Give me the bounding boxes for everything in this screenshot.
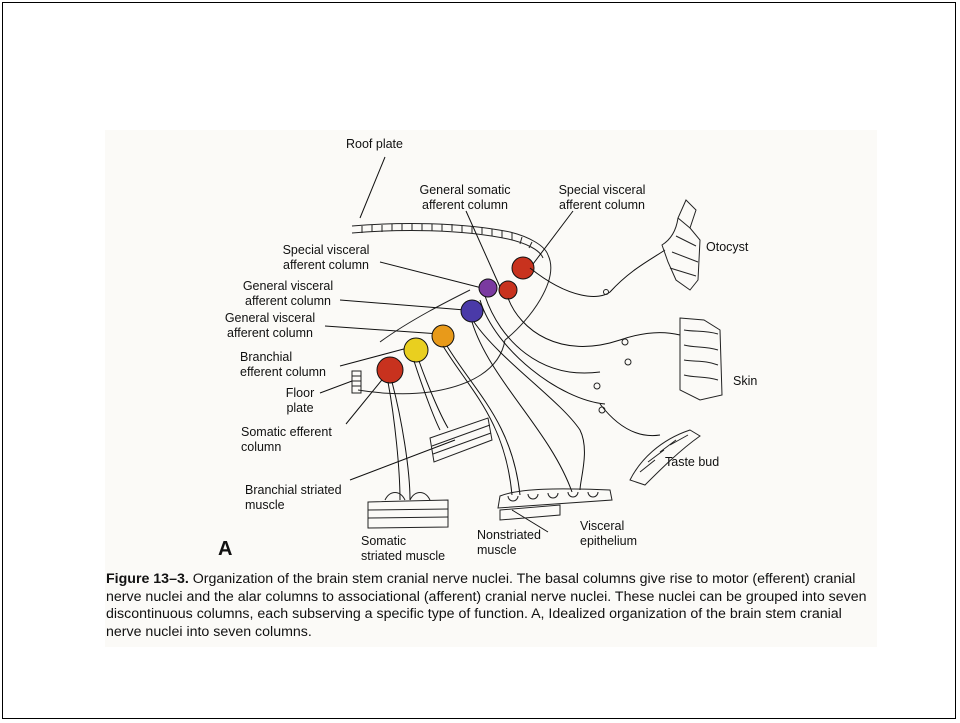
- label-sva-left-line1: Special visceral: [270, 243, 382, 258]
- label-se-line1: Somatic efferent: [241, 425, 332, 440]
- label-floor-line2: plate: [276, 401, 324, 416]
- label-ssm-line2: striated muscle: [361, 549, 445, 564]
- label-bsm-line2: muscle: [245, 498, 342, 513]
- label-gve-line1: General visceral: [214, 311, 326, 326]
- nucleus-purple-sva: [479, 279, 497, 297]
- label-taste-bud: Taste bud: [665, 455, 719, 470]
- label-roof-plate: Roof plate: [346, 137, 403, 152]
- label-bsm-line1: Branchial striated: [245, 483, 342, 498]
- label-floor-plate: Floor plate: [276, 386, 324, 416]
- label-gva-line2: afferent column: [232, 294, 344, 309]
- nucleus-red-gsa: [499, 281, 517, 299]
- label-gsa-line2: afferent column: [409, 198, 521, 213]
- label-sva-top-line2: afferent column: [546, 198, 658, 213]
- nucleus-orange-gve: [432, 325, 454, 347]
- branchial-muscle-drawing: [430, 418, 492, 462]
- label-gsa-line1: General somatic: [409, 183, 521, 198]
- label-ns-line2: muscle: [477, 543, 541, 558]
- visceral-epithelium-drawing: [498, 489, 612, 520]
- label-sva-top-line1: Special visceral: [546, 183, 658, 198]
- caption-head: Figure 13–3.: [106, 571, 189, 587]
- label-se-line2: column: [241, 440, 332, 455]
- label-general-visceral-afferent: General visceral afferent column: [232, 279, 344, 309]
- label-branchial-efferent: Branchial efferent column: [240, 350, 326, 380]
- label-ssm-line1: Somatic: [361, 534, 445, 549]
- nucleus-blue-gva: [461, 300, 483, 322]
- label-be-line2: efferent column: [240, 365, 326, 380]
- label-somatic-efferent: Somatic efferent column: [241, 425, 332, 455]
- somatic-muscle-drawing: [368, 493, 448, 529]
- floor-plate-drawing: [352, 371, 361, 393]
- label-floor-line1: Floor: [276, 386, 324, 401]
- caption-text: Organization of the brain stem cranial n…: [106, 571, 867, 640]
- figure-caption: Figure 13–3. Organization of the brain s…: [106, 571, 876, 641]
- label-ve-line1: Visceral: [580, 519, 637, 534]
- label-general-somatic-afferent: General somatic afferent column: [409, 183, 521, 213]
- nucleus-red-se: [377, 357, 403, 383]
- label-gva-line1: General visceral: [232, 279, 344, 294]
- label-gve-line2: afferent column: [214, 326, 326, 341]
- otocyst-drawing: [604, 200, 701, 295]
- skin-drawing: [622, 318, 722, 400]
- label-sva-left-line2: afferent column: [270, 258, 382, 273]
- label-special-visceral-afferent-top: Special visceral afferent column: [546, 183, 658, 213]
- label-special-visceral-afferent-left: Special visceral afferent column: [270, 243, 382, 273]
- label-visceral-epithelium: Visceral epithelium: [580, 519, 637, 549]
- label-skin: Skin: [733, 374, 757, 389]
- label-somatic-striated-muscle: Somatic striated muscle: [361, 534, 445, 564]
- panel-letter: A: [218, 538, 232, 561]
- label-branchial-striated-muscle: Branchial striated muscle: [245, 483, 342, 513]
- label-ns-line1: Nonstriated: [477, 528, 541, 543]
- nucleus-yellow-be: [404, 338, 428, 362]
- label-ve-line2: epithelium: [580, 534, 637, 549]
- label-be-line1: Branchial: [240, 350, 326, 365]
- label-otocyst: Otocyst: [706, 240, 748, 255]
- label-nonstriated-muscle: Nonstriated muscle: [477, 528, 541, 558]
- label-general-visceral-efferent: General visceral afferent column: [214, 311, 326, 341]
- axons: [388, 250, 680, 500]
